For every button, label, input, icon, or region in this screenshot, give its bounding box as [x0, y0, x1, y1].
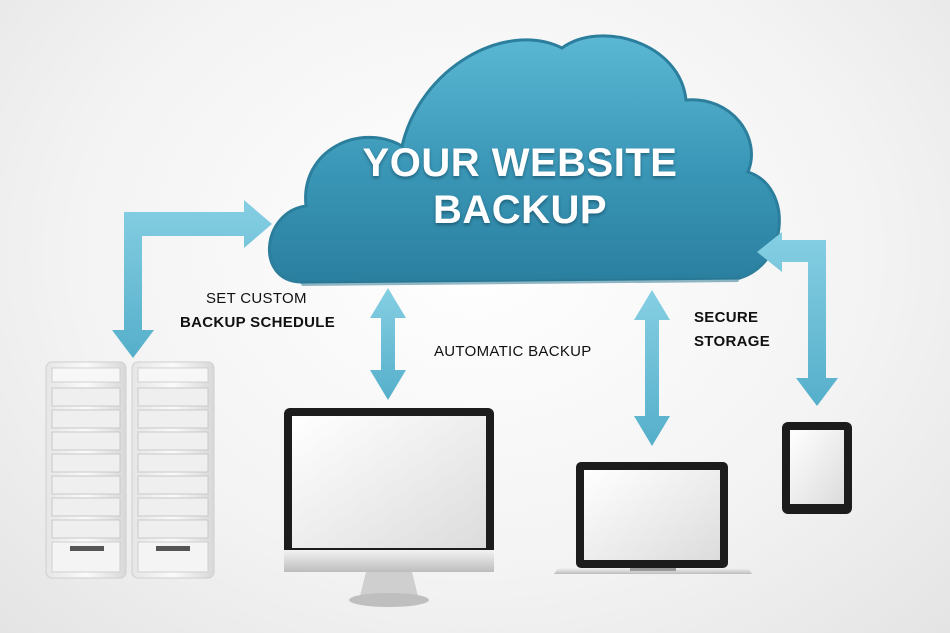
schedule-arrow	[112, 200, 272, 358]
schedule-label-line2-wrap: BACKUP SCHEDULE	[180, 311, 335, 335]
secure-label-line1: SECURE	[694, 309, 759, 326]
servers-icon	[45, 361, 215, 579]
automatic-arrow	[370, 288, 406, 400]
cloud-title-line2: BACKUP	[432, 188, 608, 232]
tablet-arrow	[757, 232, 838, 406]
cloud-icon	[267, 34, 781, 286]
tablet-icon	[782, 422, 852, 514]
schedule-label: SET CUSTOM	[206, 287, 307, 311]
automatic-label: AUTOMATIC BACKUP	[434, 340, 592, 364]
secure-label-line2: STORAGE	[694, 333, 771, 350]
laptop-icon	[554, 462, 752, 574]
server-right	[131, 361, 215, 579]
cloud-title-line1: YOUR WEBSITE	[362, 141, 678, 185]
cloud-title: YOUR WEBSITE BACKUP	[300, 140, 740, 234]
arrows	[112, 200, 838, 446]
storage-arrow	[634, 290, 670, 446]
server-left	[45, 361, 127, 579]
automatic-label-text: AUTOMATIC BACKUP	[434, 343, 592, 360]
desktop-monitor-icon	[284, 408, 494, 607]
schedule-label-line2: BACKUP SCHEDULE	[180, 314, 336, 331]
schedule-label-line1: SET CUSTOM	[206, 290, 307, 307]
secure-label: SECURE STORAGE	[694, 306, 770, 354]
